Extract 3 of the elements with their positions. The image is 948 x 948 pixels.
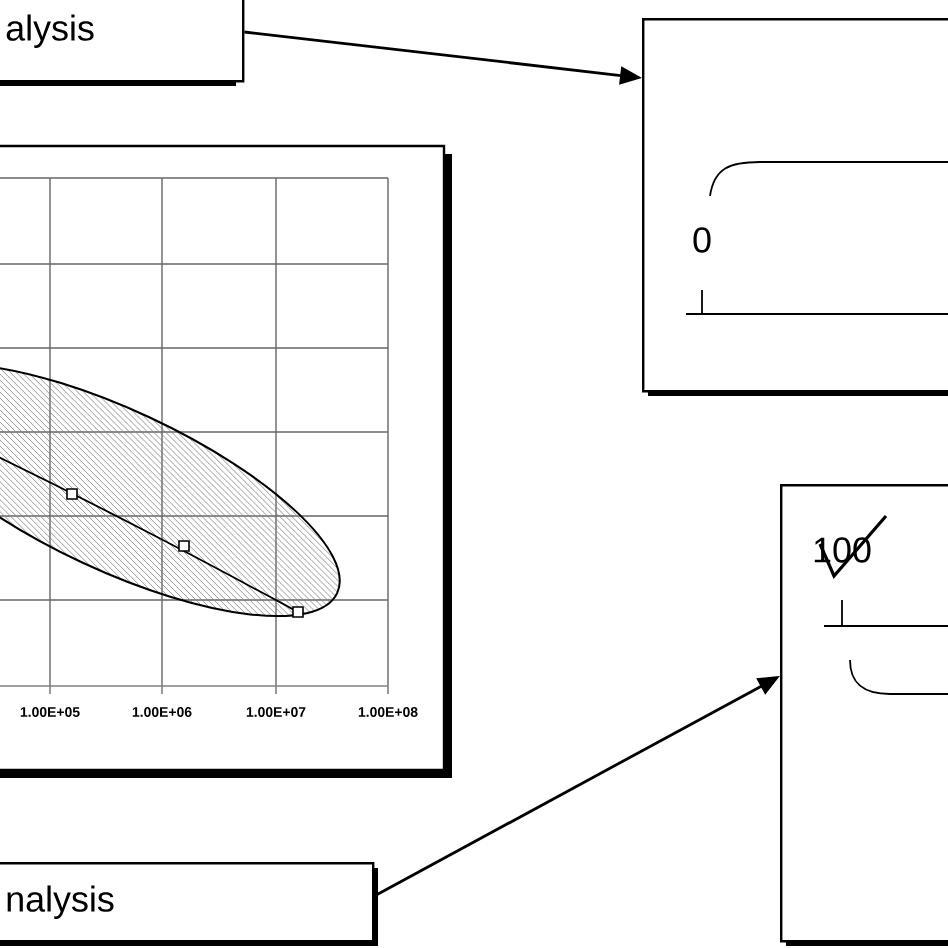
label-box: nalysis	[0, 862, 378, 946]
label-box: alysis	[0, 0, 245, 86]
graph-box: 0	[642, 18, 948, 396]
